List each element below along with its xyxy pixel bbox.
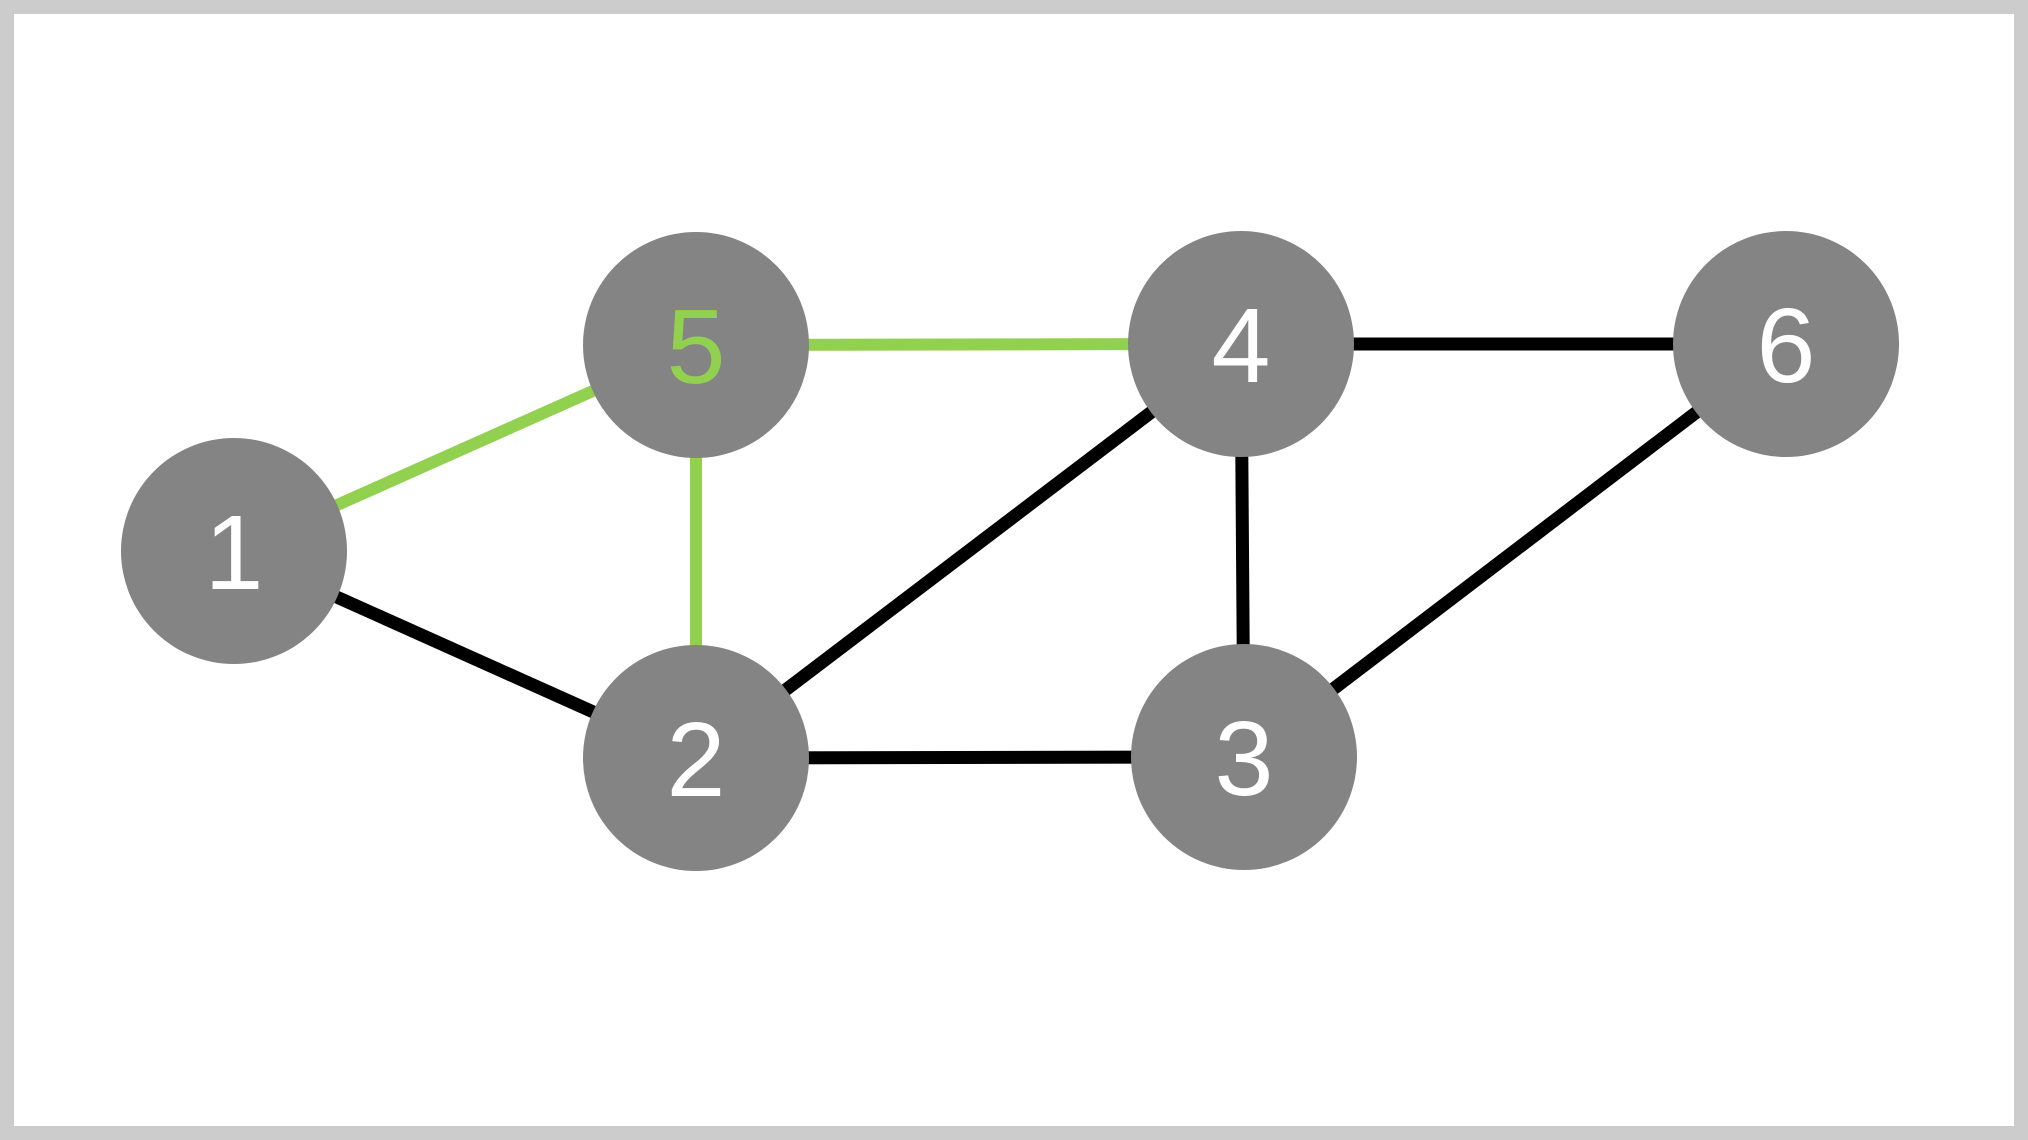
node-label-1: 1 — [205, 494, 264, 612]
node-label-5: 5 — [667, 288, 726, 406]
node-label-3: 3 — [1215, 700, 1274, 818]
node-circle-3 — [1131, 644, 1357, 870]
graph-node-1: 1 — [121, 438, 347, 664]
node-label-6: 6 — [1757, 287, 1816, 405]
edge-3-6 — [1240, 338, 1790, 763]
graph-node-4: 4 — [1128, 231, 1354, 457]
node-circle-6 — [1673, 231, 1899, 457]
node-label-4: 4 — [1212, 287, 1271, 405]
graph-node-6: 6 — [1673, 231, 1899, 457]
edge-2-4 — [692, 338, 1245, 764]
node-circle-2 — [583, 645, 809, 871]
node-circle-5 — [583, 232, 809, 458]
graph-node-5: 5 — [583, 232, 809, 458]
node-label-2: 2 — [667, 701, 726, 819]
node-circle-4 — [1128, 231, 1354, 457]
graph-node-2: 2 — [583, 645, 809, 871]
node-circle-1 — [121, 438, 347, 664]
graph-node-3: 3 — [1131, 644, 1357, 870]
nodes-layer: 1 2 3 4 5 6 — [121, 231, 1899, 871]
